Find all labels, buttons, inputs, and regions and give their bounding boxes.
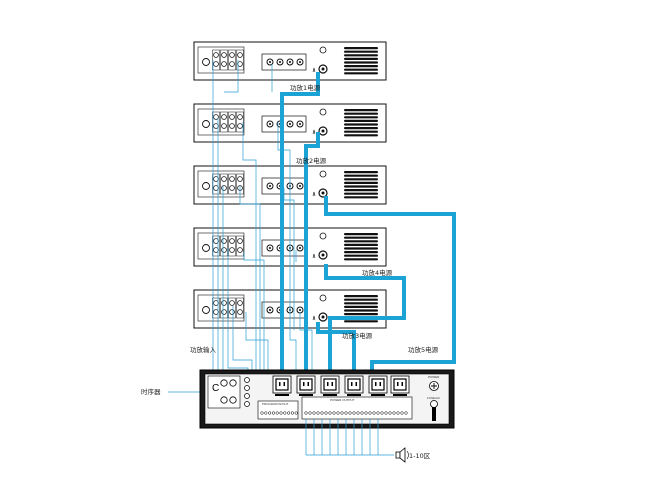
amp-input-block xyxy=(197,232,245,260)
vent-grille-icon xyxy=(344,47,378,75)
terminal-screw xyxy=(260,411,264,415)
terminal-screw xyxy=(336,411,340,415)
power-socket-icon xyxy=(272,375,292,396)
power-cable-1 xyxy=(280,72,320,378)
power-socket-icon xyxy=(390,375,410,396)
terminal-screw xyxy=(360,411,364,415)
terminal-screw xyxy=(294,411,298,415)
terminal-screw xyxy=(364,411,368,415)
terminal-screw xyxy=(308,411,312,415)
terminal-screw xyxy=(332,411,336,415)
sequencer-unit: C PROGRAM IN/OUT POWER OUTPUT POWE xyxy=(199,369,455,429)
terminal-screw xyxy=(396,411,400,415)
terminal-screw xyxy=(348,411,352,415)
speaker-icon xyxy=(395,447,409,463)
amplifier-1 xyxy=(193,41,387,81)
amp-input-block xyxy=(197,294,245,322)
terminal-screw xyxy=(304,411,308,415)
power-knob[interactable]: POWER xyxy=(428,375,440,391)
terminal-screw xyxy=(372,411,376,415)
power-cable-5 xyxy=(316,322,356,378)
power-socket-icon xyxy=(320,375,340,396)
terminal-screw xyxy=(328,411,332,415)
terminal-screw xyxy=(324,411,328,415)
power-cable-3 xyxy=(324,264,406,378)
power-cables xyxy=(280,72,456,378)
terminal-strip-right: POWER OUTPUT xyxy=(301,396,413,420)
fuse-holder: FUSE/AC xyxy=(427,396,441,421)
amp-input-block xyxy=(197,170,245,198)
amp-input-block xyxy=(197,108,245,136)
label-sequencer: 时序器 xyxy=(141,387,161,396)
label-amp-input: 功放输入 xyxy=(190,345,217,354)
terminal-screw xyxy=(340,411,344,415)
amp-input-block xyxy=(197,46,245,74)
terminal-screw xyxy=(344,411,348,415)
terminal-screw xyxy=(264,411,268,415)
terminal-screw xyxy=(320,411,324,415)
amplifier-2 xyxy=(193,103,387,143)
amp-switch[interactable] xyxy=(319,108,327,116)
vent-grille-icon xyxy=(344,109,378,137)
amp-switch[interactable] xyxy=(319,232,327,240)
terminal-screw xyxy=(380,411,384,415)
label-zones: 1-10区 xyxy=(409,452,431,460)
vent-grille-icon xyxy=(344,233,378,261)
program-section-label: PROGRAM IN/OUT xyxy=(262,402,289,406)
terminal-screw xyxy=(388,411,392,415)
terminal-screw xyxy=(384,411,388,415)
zone-output-wires xyxy=(305,419,394,456)
power-socket-row xyxy=(272,375,410,396)
terminal-screw xyxy=(312,411,316,415)
terminal-screw xyxy=(279,411,283,415)
label-power-3: 功放3电源 xyxy=(342,331,373,340)
terminal-screw xyxy=(368,411,372,415)
power-socket-icon xyxy=(344,375,364,396)
amp-switch[interactable] xyxy=(319,46,327,54)
power-cable-2 xyxy=(304,132,320,378)
label-power-5: 功放5电源 xyxy=(408,345,439,354)
power-socket-icon xyxy=(296,375,316,396)
amp-switch[interactable] xyxy=(319,170,327,178)
terminal-screw xyxy=(268,411,272,415)
terminal-strip-left: PROGRAM IN/OUT xyxy=(257,400,299,420)
power-output-label: POWER OUTPUT xyxy=(330,398,355,402)
label-power-2: 功放2电源 xyxy=(296,156,327,165)
terminal-screw xyxy=(287,411,291,415)
terminal-screw xyxy=(376,411,380,415)
label-power-1: 功放1电源 xyxy=(290,83,321,92)
label-power-4: 功放4电源 xyxy=(362,268,393,277)
terminal-screw xyxy=(400,411,404,415)
amp-switch[interactable] xyxy=(319,294,327,302)
terminal-screw xyxy=(404,411,408,415)
terminal-screw xyxy=(290,411,294,415)
terminal-screw xyxy=(352,411,356,415)
svg-text:C: C xyxy=(212,383,219,394)
power-cable-4 xyxy=(324,196,456,378)
amp-speaker-terminals xyxy=(261,53,307,71)
terminal-screw xyxy=(356,411,360,415)
terminal-screw xyxy=(271,411,275,415)
vent-grille-icon xyxy=(344,171,378,199)
sequencer-input-block: C xyxy=(207,375,250,409)
terminal-screw xyxy=(316,411,320,415)
svg-text:FUSE/AC: FUSE/AC xyxy=(427,396,441,400)
power-socket-icon xyxy=(368,375,388,396)
terminal-screw xyxy=(283,411,287,415)
terminal-screw xyxy=(392,411,396,415)
svg-text:POWER: POWER xyxy=(428,375,440,379)
terminal-screw xyxy=(275,411,279,415)
